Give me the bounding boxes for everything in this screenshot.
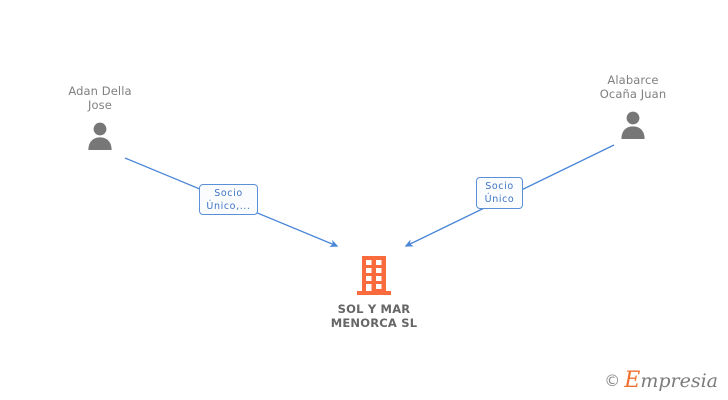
building-icon: [357, 256, 391, 295]
watermark-brand-rest: mpresia: [640, 370, 718, 392]
copyright-icon: ©: [604, 371, 621, 390]
node-company-center[interactable]: SOL Y MAR MENORCA SL: [304, 256, 444, 330]
edge-label-right[interactable]: Socio Único: [476, 177, 523, 209]
edge-label-left[interactable]: Socio Único,...: [199, 184, 258, 215]
person-icon: [88, 122, 112, 150]
node-person-left[interactable]: Adan Della Jose: [40, 84, 160, 150]
person-left-name: Adan Della Jose: [68, 84, 132, 112]
company-name: SOL Y MAR MENORCA SL: [330, 302, 418, 330]
node-person-right[interactable]: Alabarce Ocaña Juan: [573, 73, 693, 139]
watermark: © Empresia: [604, 370, 718, 392]
person-right-name: Alabarce Ocaña Juan: [599, 73, 667, 101]
watermark-brand-initial: E: [624, 368, 641, 393]
person-icon: [621, 111, 645, 139]
watermark-brand: Empresia: [624, 370, 718, 392]
